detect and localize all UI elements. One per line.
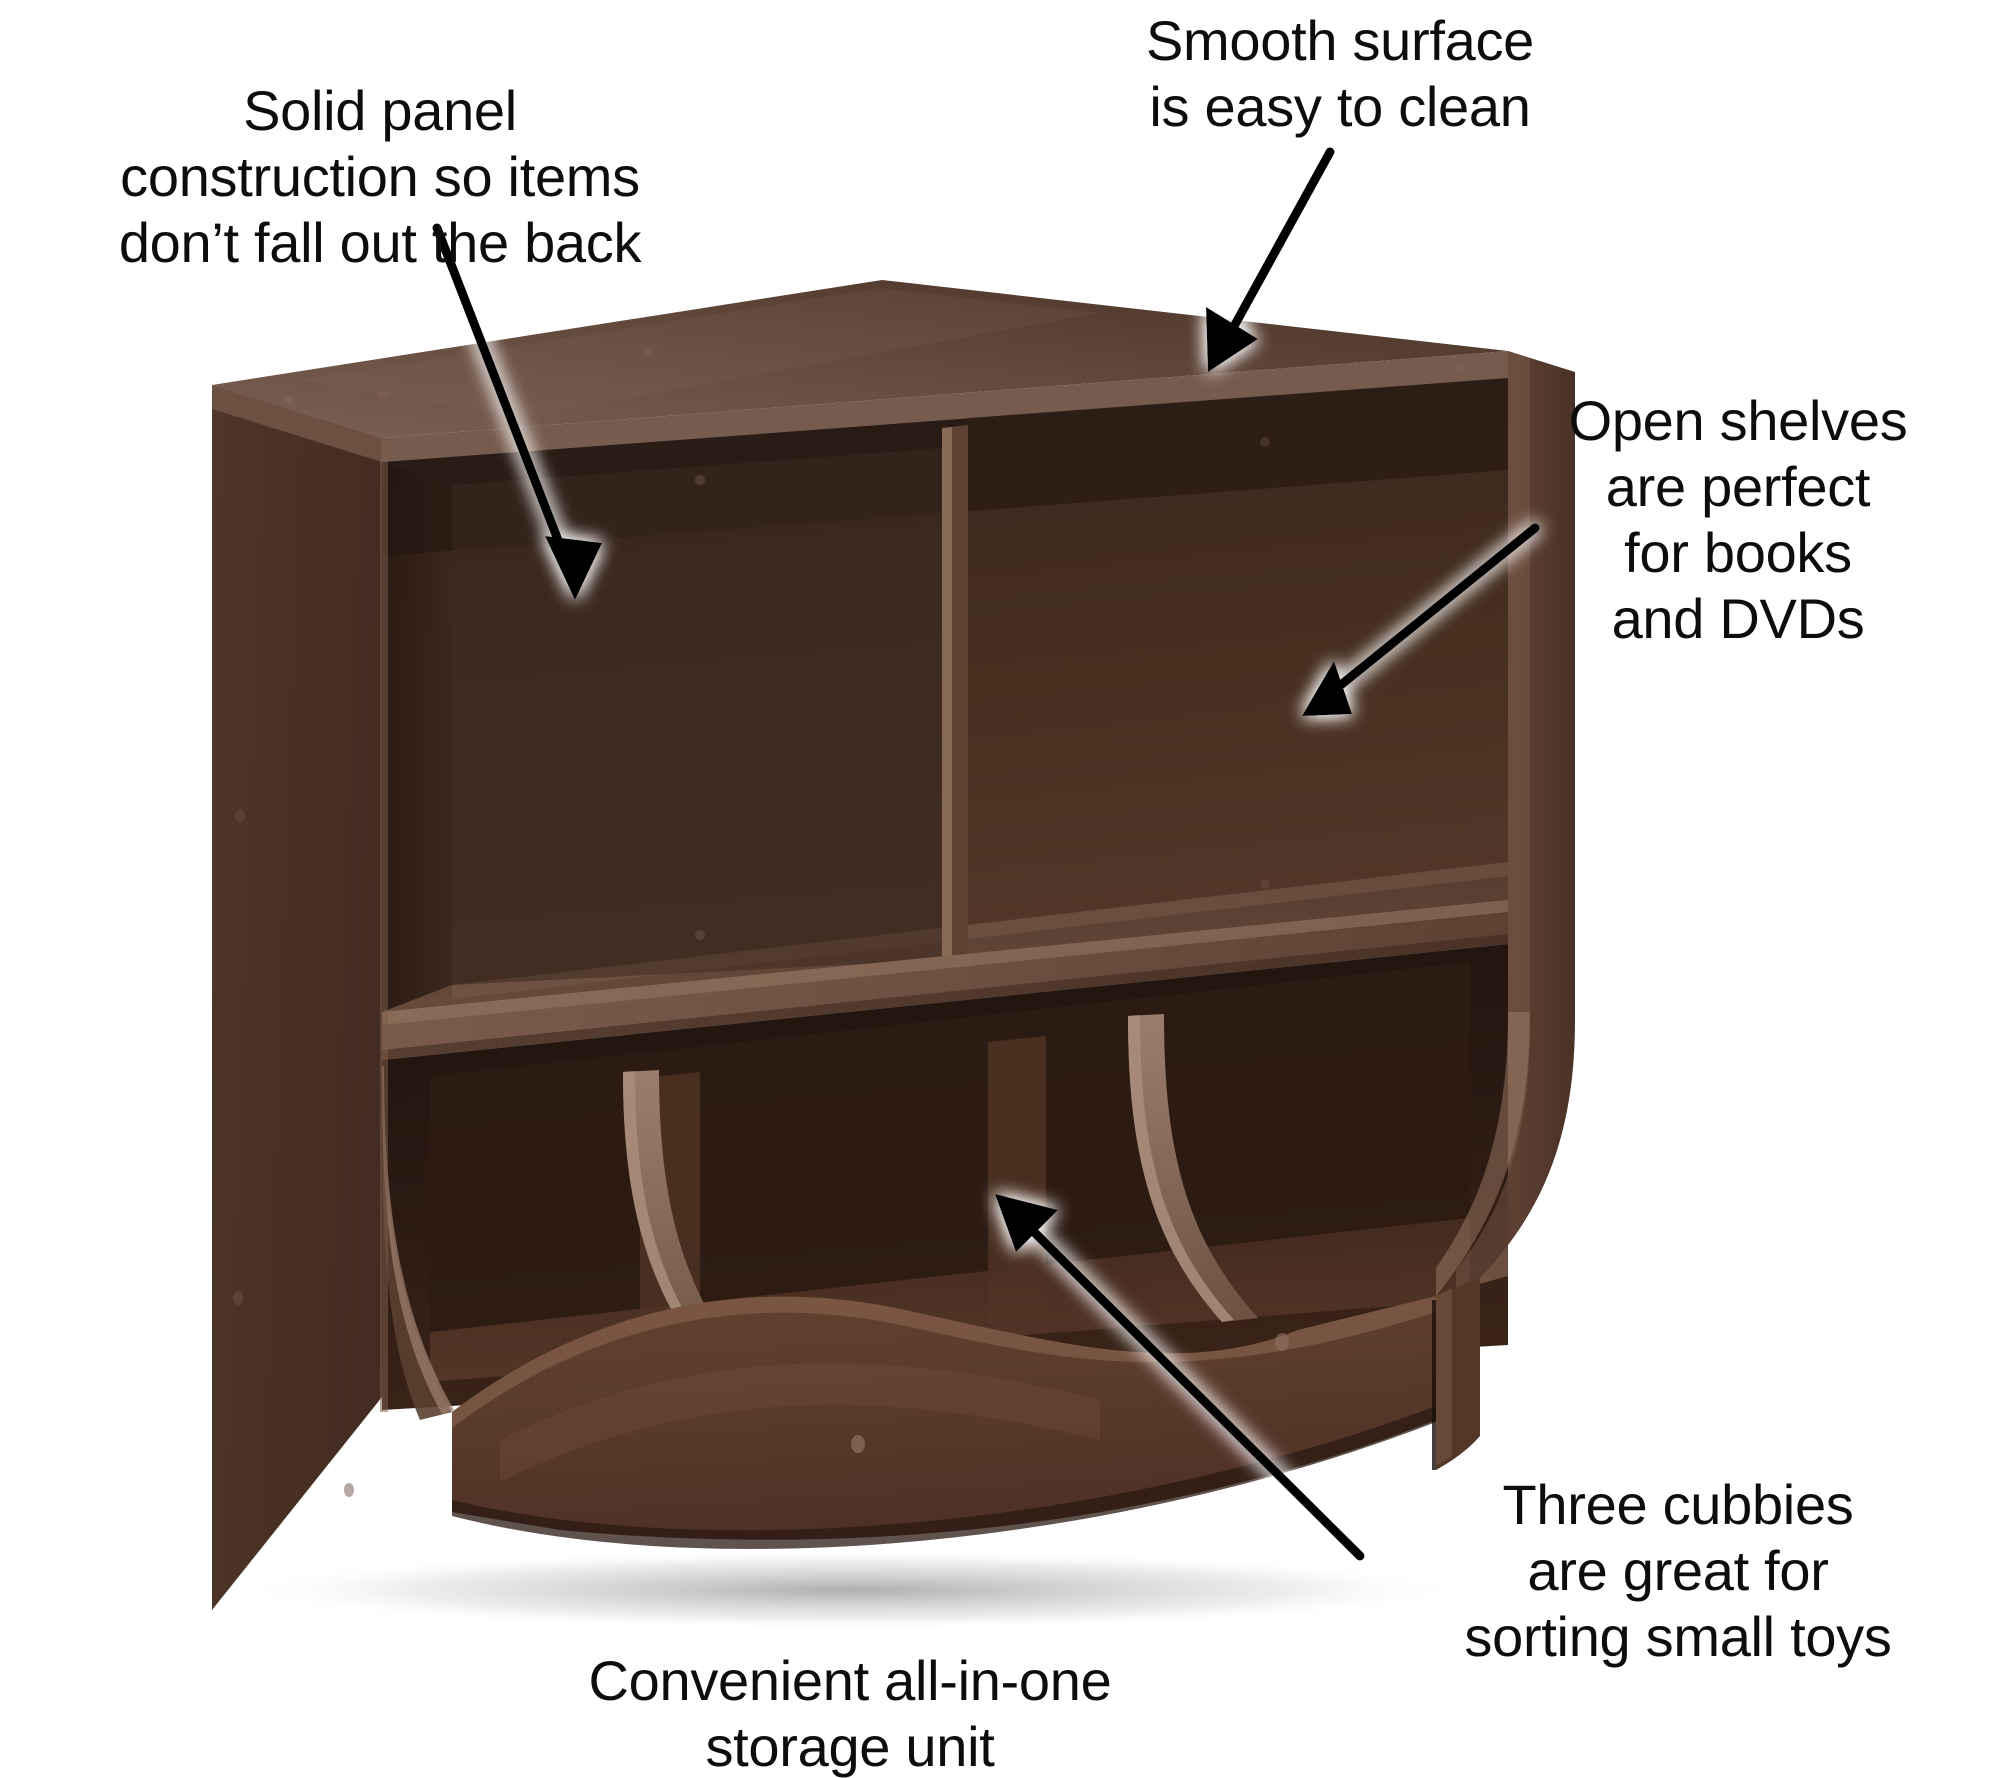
storage-unit <box>212 280 1575 1610</box>
mid-shelf-edge-shadow <box>382 934 1508 1060</box>
left-side-panel <box>212 385 382 1610</box>
arrow-open-shelves <box>1302 523 1540 716</box>
arrow-solid-panel <box>432 223 602 600</box>
cubby-partition-2-face <box>988 1036 1046 1324</box>
upper-shelf-divider <box>942 425 968 968</box>
apron-bottom-rim <box>452 1406 1436 1549</box>
mid-shelf-edge-highlight <box>382 900 1508 1025</box>
apron-top-highlight <box>452 1296 1436 1428</box>
upper-inner-left-wall <box>382 462 452 1012</box>
top-surface <box>212 280 1508 438</box>
arrow-three-cubbies <box>995 1194 1365 1561</box>
cubby-left-curve <box>382 1062 454 1420</box>
top-edge-thickness-right <box>382 351 1508 462</box>
front-left-edge-highlight <box>380 438 388 1412</box>
upper-right-back-panel <box>968 378 1508 958</box>
arrow-smooth-surface <box>1206 147 1335 372</box>
top-edge-thickness <box>212 385 382 462</box>
cubby-divider-2 <box>1128 1014 1258 1322</box>
annotation-arrows <box>432 147 1540 1561</box>
apron-sheen <box>500 1363 1100 1482</box>
upper-left-bay-shading <box>452 448 942 985</box>
floor-shadow <box>230 1550 1470 1630</box>
right-bin-endcap-highlight <box>1436 1288 1452 1466</box>
